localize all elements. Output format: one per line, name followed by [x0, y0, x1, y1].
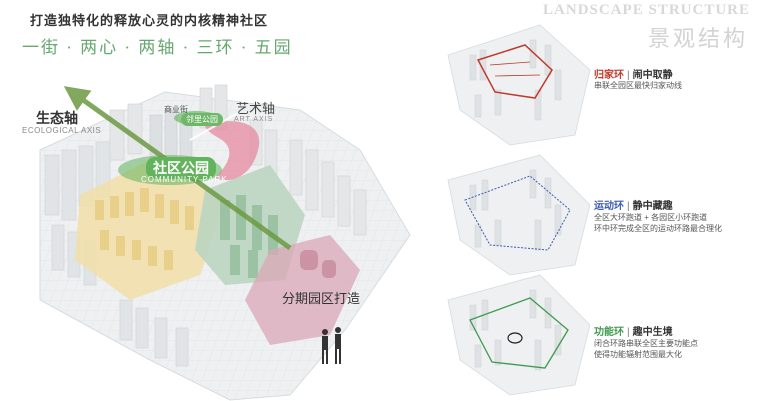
art-axis-label: 艺术轴 — [236, 101, 276, 116]
yellow-zone — [75, 160, 225, 300]
brand-title-en: LANDSCAPE STRUCTURE — [543, 2, 750, 18]
phase-build-label: 分期园区打造 — [282, 291, 361, 306]
sport-loop-desc-1: 全区大环跑道 + 各园区小环跑道 — [594, 213, 708, 222]
sport-loop-name: 运动环 — [594, 201, 624, 212]
sport-loop-desc-2: 环中环完成全区的运动环路最合理化 — [594, 224, 722, 233]
return-home-loop-desc: 串联全园区最快归家动线 — [594, 81, 682, 90]
art-axis-label-en: ART AXIS — [234, 116, 274, 123]
neighborhood-park-label: 邻里公园 — [181, 113, 223, 126]
sport-loop-slogan: 静中藏趣 — [632, 201, 673, 212]
panel-1-map — [447, 24, 591, 146]
yellow-zone-blocks — [95, 188, 194, 270]
function-loop-slogan: 趣中生境 — [632, 327, 673, 338]
community-park-label-en: COMMUNITY PARK — [141, 175, 228, 184]
ecological-axis-label-en: ECOLOGICAL AXIS — [22, 126, 102, 135]
return-home-loop — [476, 44, 553, 99]
headline: 打造独特化的释放心灵的内核精神社区 — [30, 13, 269, 28]
return-home-loop-name: 归家环 — [594, 70, 624, 81]
function-loop-desc-1: 闭合环路串联全区主要功能点 — [594, 339, 698, 348]
sport-loop — [464, 175, 571, 251]
sport-loop-title: 运动环|静中藏趣 — [594, 201, 673, 212]
return-home-loop-title: 归家环|闹中取静 — [594, 70, 673, 81]
function-loop-name: 功能环 — [594, 327, 624, 338]
return-home-loop-slogan: 闹中取静 — [632, 70, 673, 81]
art-zone — [205, 121, 260, 181]
function-loop-desc-2: 使得功能辐射范围最大化 — [594, 350, 682, 359]
panel-3-map — [447, 274, 591, 396]
community-park-label: 社区公园 — [146, 157, 216, 179]
ecological-axis-label: 生态轴 — [36, 110, 78, 126]
brand-title-cn: 景观结构 — [647, 26, 748, 51]
commercial-street-label: 商业街 — [164, 105, 188, 114]
function-loop-title: 功能环|趣中生境 — [594, 327, 673, 338]
pink-zone-blocks — [300, 250, 336, 278]
panel-2-map — [447, 154, 591, 276]
people-silhouettes — [322, 327, 341, 364]
art-axis-arrow — [189, 111, 241, 141]
function-loop — [469, 297, 569, 369]
subheadline: 一街 · 两心 · 两轴 · 三环 · 五园 — [22, 38, 293, 57]
